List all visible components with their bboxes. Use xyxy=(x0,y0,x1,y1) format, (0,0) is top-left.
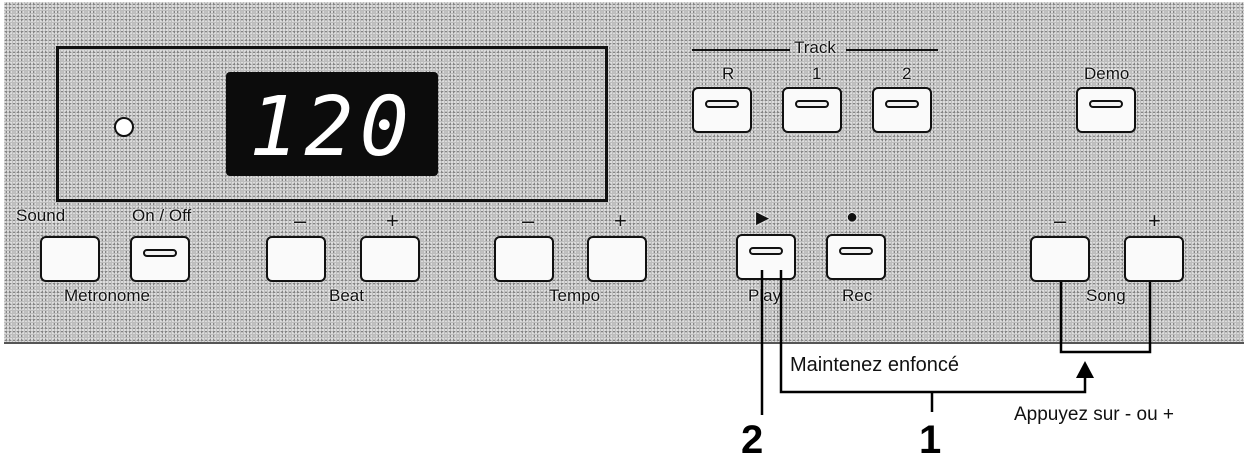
beat-minus-label: – xyxy=(294,208,307,233)
beat-plus-label: + xyxy=(386,208,399,233)
arrow-up-icon xyxy=(1076,361,1094,378)
song-minus-label: – xyxy=(1054,208,1067,233)
rec-button[interactable] xyxy=(826,234,886,280)
track-line-right xyxy=(846,49,938,51)
metronome-sound-label: Sound xyxy=(16,206,66,225)
track-1-button[interactable] xyxy=(782,87,842,133)
song-minus-button[interactable] xyxy=(1030,236,1090,282)
hold-annotation: Maintenez enfoncé xyxy=(790,354,960,376)
track-2-button[interactable] xyxy=(872,87,932,133)
beat-plus-button[interactable] xyxy=(360,236,420,282)
step-2-number: 2 xyxy=(741,418,764,462)
metronome-label: Metronome xyxy=(64,286,150,305)
step-1-number: 1 xyxy=(919,418,942,462)
track-1-label: 1 xyxy=(812,64,822,83)
metronome-led xyxy=(143,249,177,257)
track-2-led xyxy=(885,100,919,108)
track-r-button[interactable] xyxy=(692,87,752,133)
play-label: Play xyxy=(748,286,782,305)
play-led xyxy=(749,247,783,255)
song-plus-label: + xyxy=(1148,208,1161,233)
track-r-label: R xyxy=(722,64,735,83)
indicator-dot xyxy=(114,117,134,137)
display-frame xyxy=(56,46,608,202)
demo-button[interactable] xyxy=(1076,87,1136,133)
tempo-label: Tempo xyxy=(549,286,601,305)
rec-led xyxy=(839,247,873,255)
demo-label: Demo xyxy=(1084,64,1130,83)
display-value: 120 xyxy=(248,80,416,175)
tempo-plus-label: + xyxy=(614,208,627,233)
control-panel: 120 Track R 1 2 Demo Sound On / Off Metr… xyxy=(4,2,1244,344)
play-button[interactable] xyxy=(736,234,796,280)
track-r-led xyxy=(705,100,739,108)
metronome-on-off-label: On / Off xyxy=(132,206,192,225)
press-annotation: Appuyez sur - ou + xyxy=(1014,404,1175,425)
track-line-left xyxy=(692,49,790,51)
demo-led xyxy=(1089,100,1123,108)
metronome-on-off-button[interactable] xyxy=(130,236,190,282)
tempo-minus-button[interactable] xyxy=(494,236,554,282)
track-1-led xyxy=(795,100,829,108)
tempo-plus-button[interactable] xyxy=(587,236,647,282)
metronome-sound-button[interactable] xyxy=(40,236,100,282)
song-plus-button[interactable] xyxy=(1124,236,1184,282)
play-symbol: ▶ xyxy=(756,208,770,227)
led-display: 120 xyxy=(226,72,438,176)
track-title: Track xyxy=(794,38,836,57)
beat-minus-button[interactable] xyxy=(266,236,326,282)
rec-label: Rec xyxy=(842,286,873,305)
track-2-label: 2 xyxy=(902,64,912,83)
rec-symbol: ● xyxy=(846,206,859,228)
beat-label: Beat xyxy=(329,286,364,305)
tempo-minus-label: – xyxy=(522,208,535,233)
song-label: Song xyxy=(1086,286,1126,305)
